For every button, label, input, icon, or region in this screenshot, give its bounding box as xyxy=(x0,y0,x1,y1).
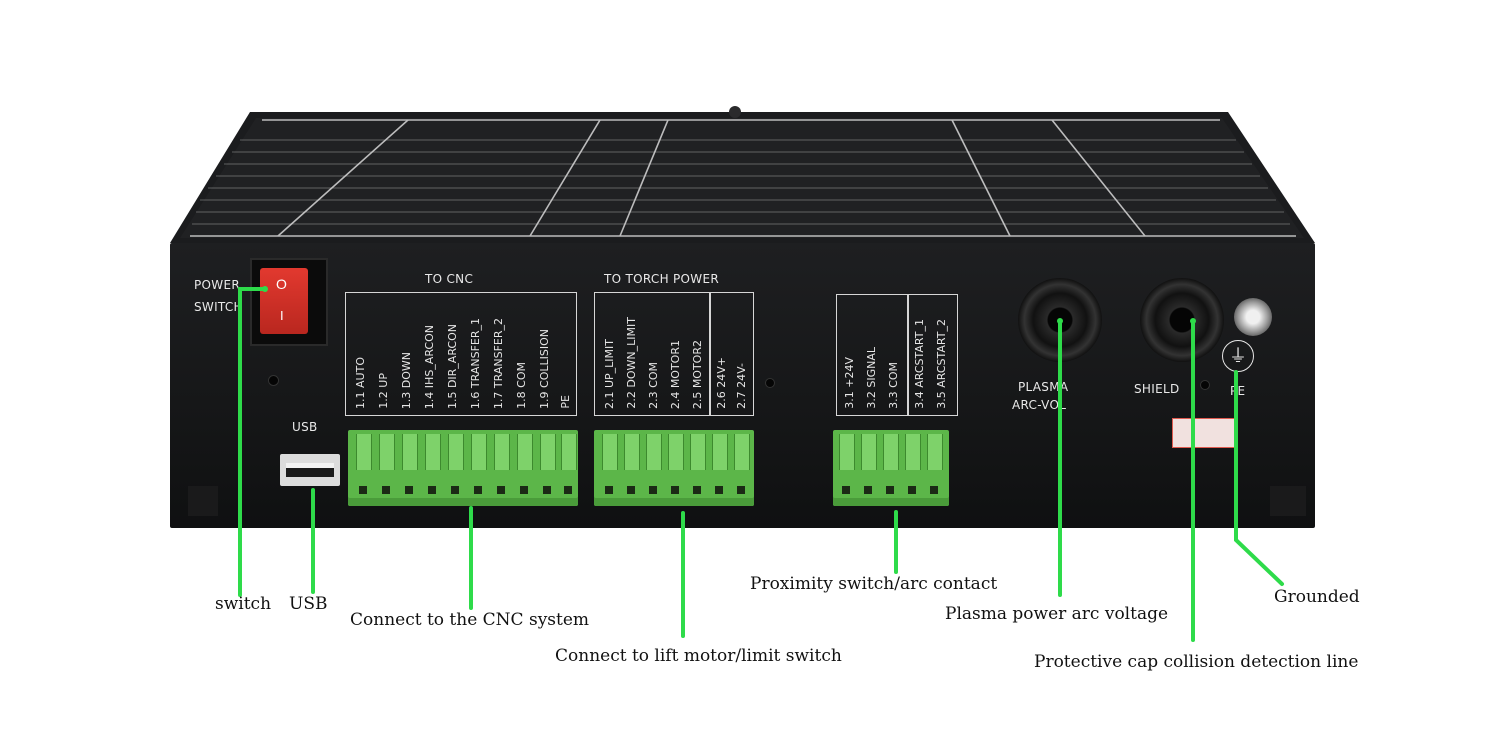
warning-sticker xyxy=(1172,418,1236,448)
cnc-pin-legend: 1.1 AUTO 1.2 UP 1.3 DOWN 1.4 IHS_ARCON 1… xyxy=(345,292,577,416)
caption-proximity: Proximity switch/arc contact xyxy=(750,574,998,594)
cnc-terminal-block[interactable] xyxy=(348,430,578,506)
mounting-foot-right xyxy=(1270,486,1306,516)
torch-pin-legend: 2.1 UP_LIMIT 2.2 DOWN_LIMIT 2.3 COM 2.4 … xyxy=(594,292,754,416)
caption-lift-motor: Connect to lift motor/limit switch xyxy=(555,646,842,666)
torch-terminal-block[interactable] xyxy=(594,430,754,506)
shield-gland[interactable] xyxy=(1140,278,1224,362)
plasma-label: PLASMA xyxy=(1018,380,1069,394)
switch-label: SWITCH xyxy=(194,300,243,314)
ground-screw[interactable] xyxy=(1234,298,1272,336)
usb-port[interactable] xyxy=(280,454,340,486)
to-torch-power-heading: TO TORCH POWER xyxy=(604,272,719,286)
proximity-pin-legend: 3.1 +24V 3.2 SIGNAL 3.3 COM 3.4 ARCSTART… xyxy=(836,294,958,416)
shield-label: SHIELD xyxy=(1134,382,1180,396)
arc-vol-label: ARC-VOL xyxy=(1012,398,1067,412)
caption-grounded: Grounded xyxy=(1274,587,1360,607)
caption-protective-cap: Protective cap collision detection line xyxy=(1034,652,1359,672)
led-indicator xyxy=(268,375,279,386)
power-switch[interactable]: O I xyxy=(260,268,308,334)
power-label: POWER xyxy=(194,278,240,292)
ground-symbol-icon: ⏚ xyxy=(1222,340,1254,372)
usb-label: USB xyxy=(292,420,318,434)
to-cnc-heading: TO CNC xyxy=(425,272,474,286)
shield-indicator-hole xyxy=(1200,380,1210,390)
switch-on-glyph: O xyxy=(276,276,287,292)
caption-switch: switch xyxy=(215,594,272,614)
proximity-terminal-block[interactable] xyxy=(833,430,949,506)
caption-cnc-system: Connect to the CNC system xyxy=(350,610,590,630)
caption-usb: USB xyxy=(289,594,328,614)
switch-off-glyph: I xyxy=(280,308,284,323)
mounting-foot-left xyxy=(188,486,218,516)
caption-plasma-voltage: Plasma power arc voltage xyxy=(945,604,1169,624)
screw-hole xyxy=(765,378,775,388)
